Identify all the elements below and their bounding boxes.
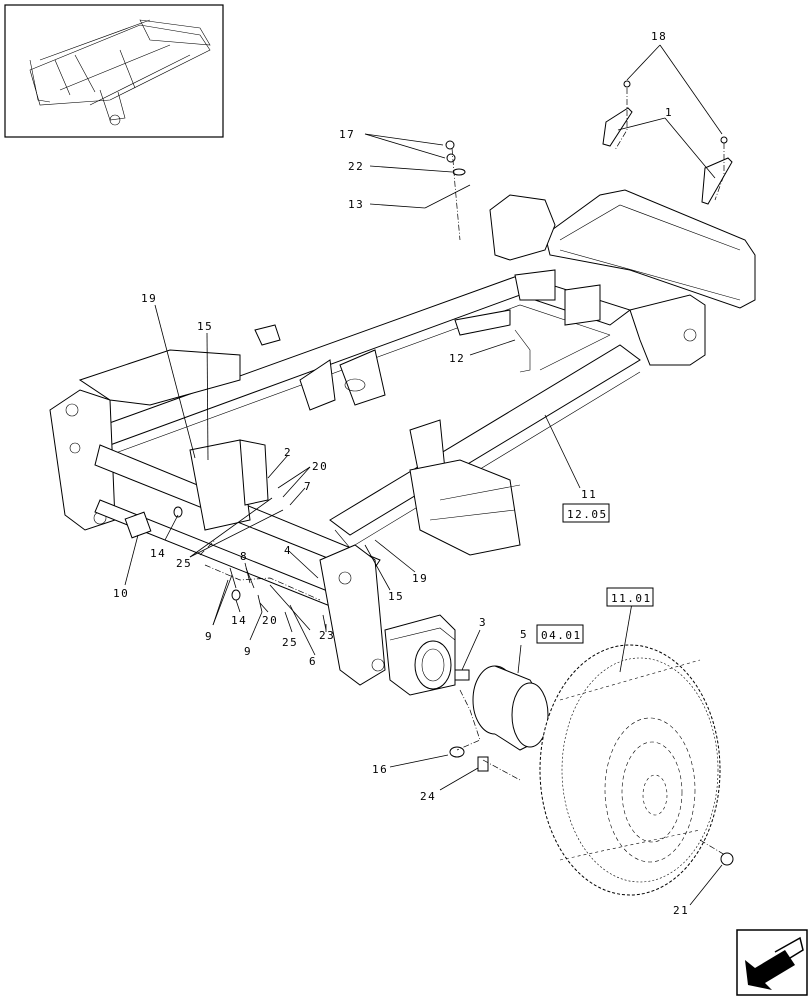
callout-4: 4 xyxy=(284,544,292,557)
callout-23: 23 xyxy=(319,629,335,642)
callout-24: 24 xyxy=(420,790,436,803)
callout-25a: 25 xyxy=(176,557,192,570)
drive-housing xyxy=(384,614,549,751)
callout-15b: 15 xyxy=(388,590,404,603)
callout-21: 21 xyxy=(673,904,689,917)
callout-25b: 25 xyxy=(282,636,298,649)
callout-12: 12 xyxy=(449,352,465,365)
ref-box-11-01 xyxy=(606,587,654,607)
callout-9b: 9 xyxy=(244,645,252,658)
callout-17: 17 xyxy=(339,128,355,141)
leader-lines xyxy=(124,44,723,906)
callout-13: 13 xyxy=(348,198,364,211)
callout-6: 6 xyxy=(309,655,317,668)
callout-16: 16 xyxy=(372,763,388,776)
callout-20a: 20 xyxy=(312,460,328,473)
ref-box-12-05 xyxy=(562,503,610,523)
callout-14b: 14 xyxy=(231,614,247,627)
reference-boxes: 12.05 04.01 11.01 xyxy=(536,503,654,644)
callout-labels: 18 1 17 22 13 19 15 12 2 20 7 25 14 10 8… xyxy=(113,30,689,917)
callout-15a: 15 xyxy=(197,320,213,333)
fasteners xyxy=(124,80,734,866)
callout-3: 3 xyxy=(479,616,487,629)
callout-11: 11 xyxy=(581,488,597,501)
ref-12-05: 12.05 xyxy=(567,508,608,521)
ref-04-01: 04.01 xyxy=(541,629,582,642)
callout-20b: 20 xyxy=(262,614,278,627)
callout-22: 22 xyxy=(348,160,364,173)
ref-11-01: 11.01 xyxy=(611,592,652,605)
callout-8: 8 xyxy=(240,550,248,563)
callout-1: 1 xyxy=(665,106,673,119)
frame-overview-thumbnail xyxy=(4,4,224,138)
callout-9a: 9 xyxy=(205,630,213,643)
callout-18: 18 xyxy=(651,30,667,43)
ref-box-04-01 xyxy=(536,624,584,644)
callout-10: 10 xyxy=(113,587,129,600)
assembly-lines xyxy=(199,88,726,856)
main-frame xyxy=(49,189,756,686)
wheel-tire xyxy=(539,644,721,896)
callout-5: 5 xyxy=(520,628,528,641)
callout-2: 2 xyxy=(284,446,292,459)
callout-19a: 19 xyxy=(141,292,157,305)
previous-page-arrow-icon[interactable] xyxy=(736,929,808,996)
callout-14a: 14 xyxy=(150,547,166,560)
callout-7: 7 xyxy=(304,480,312,493)
callout-19b: 19 xyxy=(412,572,428,585)
